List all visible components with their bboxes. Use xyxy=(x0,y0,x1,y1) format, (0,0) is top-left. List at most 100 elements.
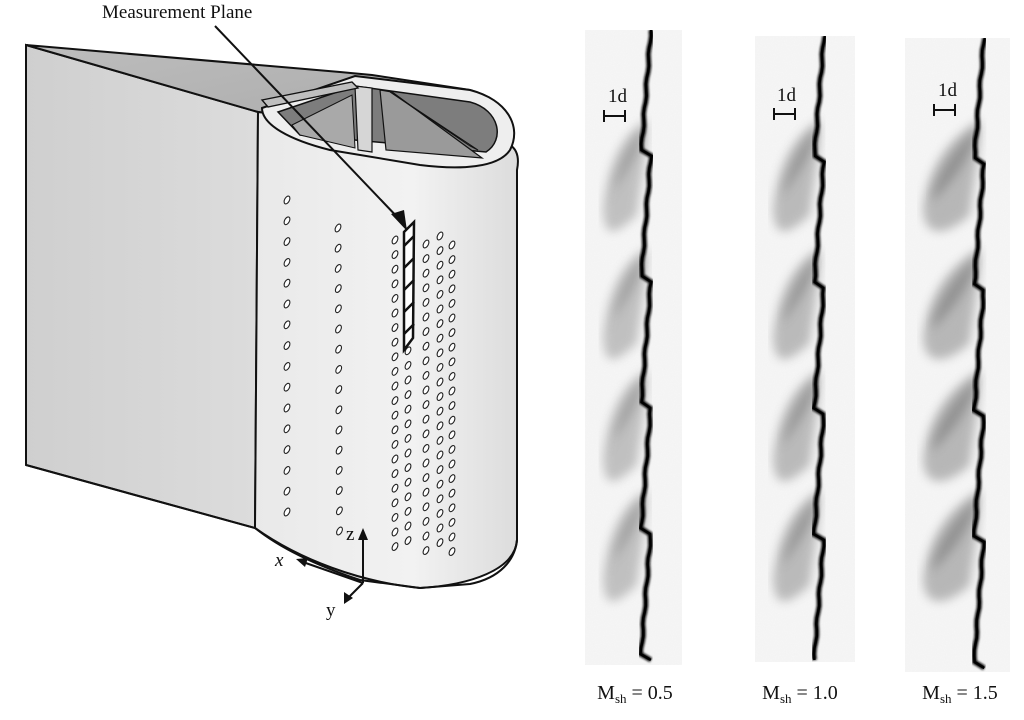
cooling-hole xyxy=(334,223,342,233)
cooling-hole xyxy=(422,297,430,307)
measurement-plane xyxy=(402,218,416,354)
cooling-hole xyxy=(404,492,412,502)
cooling-hole xyxy=(436,362,444,372)
cooling-hole xyxy=(391,542,399,552)
scale-bar-label: 1d xyxy=(608,86,628,107)
axis-z-label: z xyxy=(346,524,354,545)
cooling-hole xyxy=(335,486,343,496)
wall-trace-core xyxy=(972,38,987,670)
cooling-hole xyxy=(391,527,399,537)
cooling-hole xyxy=(334,263,342,273)
cooling-hole xyxy=(391,279,399,289)
cooling-hole xyxy=(335,445,343,455)
cooling-hole xyxy=(391,454,399,464)
cooling-hole xyxy=(422,341,430,351)
cooling-hole xyxy=(391,439,399,449)
cooling-hole xyxy=(391,264,399,274)
cooling-hole xyxy=(422,414,430,424)
cooling-hole xyxy=(335,506,343,516)
cooling-hole xyxy=(448,386,456,396)
cooling-hole xyxy=(283,486,291,496)
cooling-hole xyxy=(391,410,399,420)
cooling-hole xyxy=(404,404,412,414)
cooling-hole xyxy=(404,477,412,487)
cooling-hole xyxy=(422,254,430,264)
cooling-hole xyxy=(448,371,456,381)
cooling-hole xyxy=(448,313,456,323)
cooling-hole xyxy=(391,235,399,245)
cooling-hole xyxy=(436,275,444,285)
cooling-hole xyxy=(391,425,399,435)
cooling-hole xyxy=(448,517,456,527)
axis-y-label: y xyxy=(326,600,336,621)
cooling-hole xyxy=(436,508,444,518)
cooling-hole xyxy=(436,377,444,387)
cooling-hole xyxy=(422,268,430,278)
scale-bar-label: 1d xyxy=(777,85,797,106)
cooling-hole xyxy=(335,465,343,475)
cavity-wall-2 xyxy=(379,89,485,159)
scale-bar-label: 1d xyxy=(938,80,958,101)
cooling-hole xyxy=(391,381,399,391)
cooling-hole xyxy=(391,366,399,376)
cooling-hole xyxy=(391,337,399,347)
cooling-hole xyxy=(391,396,399,406)
panel-caption-1: Msh = 0.5 xyxy=(597,682,673,706)
cooling-hole xyxy=(448,298,456,308)
cooling-hole xyxy=(422,385,430,395)
cooling-hole xyxy=(448,401,456,411)
cooling-hole xyxy=(404,346,412,356)
blade-front-face xyxy=(253,110,519,590)
cooling-hole xyxy=(448,269,456,279)
cooling-hole xyxy=(422,370,430,380)
axis-x-label: x xyxy=(274,550,284,571)
cooling-hole xyxy=(335,425,343,435)
cooling-hole xyxy=(404,448,412,458)
cooling-hole xyxy=(283,507,291,517)
cooling-hole xyxy=(422,458,430,468)
wall-trace-core xyxy=(812,36,827,661)
cooling-hole xyxy=(436,421,444,431)
cooling-hole xyxy=(422,327,430,337)
cooling-hole xyxy=(391,498,399,508)
cooling-hole xyxy=(283,320,291,330)
cooling-hole xyxy=(436,435,444,445)
cooling-hole xyxy=(422,502,430,512)
cooling-hole xyxy=(335,364,343,374)
flow-visualization-panels: 1d 1d 1d xyxy=(585,30,1010,672)
measurement-leader-line xyxy=(214,25,403,223)
cooling-hole xyxy=(422,546,430,556)
cavity-floor xyxy=(291,94,356,149)
cooling-hole xyxy=(448,547,456,557)
panel-caption-2: Msh = 1.0 xyxy=(762,682,838,706)
cooling-hole xyxy=(391,483,399,493)
measurement-arrowhead xyxy=(391,210,407,231)
flow-panel: 1d xyxy=(585,30,682,665)
cooling-hole xyxy=(422,429,430,439)
cooling-hole xyxy=(448,415,456,425)
cooling-hole xyxy=(391,293,399,303)
cooling-hole xyxy=(448,284,456,294)
cooling-hole xyxy=(283,445,291,455)
cooling-hole xyxy=(422,531,430,541)
cooling-hole xyxy=(334,304,342,314)
coordinate-axes: z x y xyxy=(274,524,368,621)
cooling-hole xyxy=(283,237,291,247)
panel-caption-3: Msh = 1.5 xyxy=(922,682,998,706)
cooling-hole xyxy=(422,473,430,483)
cooling-hole xyxy=(391,308,399,318)
cooling-hole xyxy=(404,360,412,370)
cooling-hole xyxy=(391,323,399,333)
cooling-hole xyxy=(448,255,456,265)
cooling-hole xyxy=(436,450,444,460)
cooling-hole xyxy=(404,375,412,385)
cooling-hole xyxy=(283,361,291,371)
blade-bottom-edge xyxy=(25,464,518,590)
cooling-hole xyxy=(335,344,343,354)
cooling-hole xyxy=(283,257,291,267)
cooling-hole xyxy=(448,430,456,440)
cooling-hole xyxy=(448,328,456,338)
cooling-hole xyxy=(404,536,412,546)
cooling-hole xyxy=(436,538,444,548)
